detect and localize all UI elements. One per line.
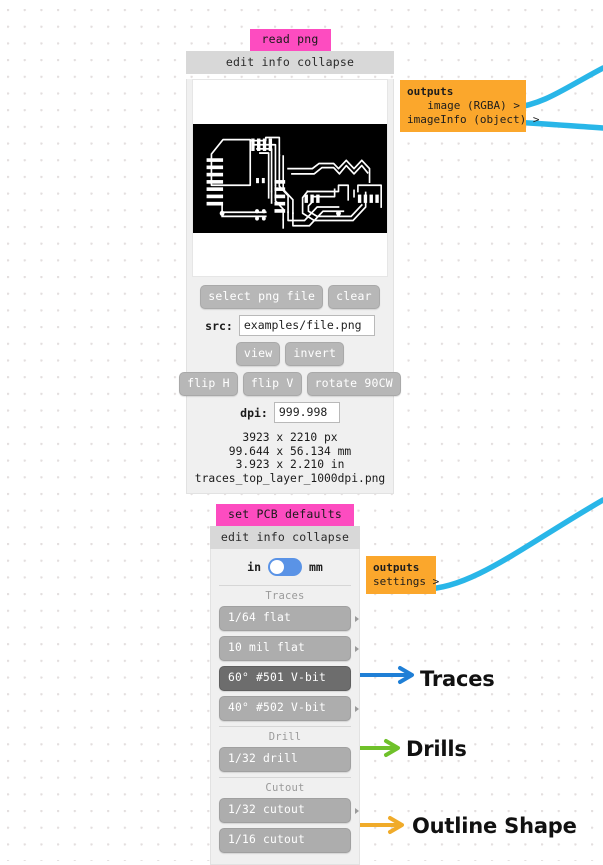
- png-file-buttons: select png file clear: [187, 285, 393, 309]
- tool-row-1-32-cutout: 1/32 cutout: [219, 798, 359, 823]
- group-label-drill: Drill: [268, 731, 302, 743]
- node-read-png-menubar[interactable]: edit info collapse: [186, 51, 394, 74]
- info-line-filename: traces_top_layer_1000dpi.png: [194, 471, 386, 485]
- tool-row-40-deg-502-vbit: 40° #502 V-bit: [219, 696, 359, 721]
- info-line-mm: 99.644 x 56.134 mm: [228, 444, 352, 458]
- node-read-png[interactable]: read png edit info collapse: [179, 28, 401, 494]
- tool-button-40-deg-502-vbit[interactable]: 40° #502 V-bit: [219, 696, 351, 721]
- png-preview-frame[interactable]: [192, 79, 388, 277]
- node-set-pcb-defaults-title-wrap: set PCB defaults: [210, 503, 360, 526]
- tool-button-60-deg-501-vbit[interactable]: 60° #501 V-bit: [219, 666, 351, 691]
- tool-button-1-32-drill[interactable]: 1/32 drill: [219, 747, 351, 772]
- tool-button-10-mil-flat[interactable]: 10 mil flat: [219, 636, 351, 661]
- node-read-png-title[interactable]: read png: [249, 29, 331, 51]
- outputs-header: outputs: [407, 85, 454, 98]
- flip-h-button[interactable]: flip H: [179, 372, 238, 396]
- view-invert-buttons: view invert: [187, 342, 393, 366]
- units-toggle[interactable]: [268, 558, 302, 576]
- output-port-image-info[interactable]: imageInfo (object) >: [407, 113, 540, 126]
- units-label-mm: mm: [309, 560, 323, 574]
- dpi-field-row: dpi:: [187, 402, 393, 423]
- node-read-png-body: select png file clear src: view invert f…: [179, 79, 401, 494]
- outputs-header: outputs: [373, 561, 420, 574]
- rotate-90cw-button[interactable]: rotate 90CW: [306, 372, 401, 396]
- chevron-right-icon[interactable]: [355, 615, 359, 622]
- tool-row-1-16-cutout: 1/16 cutout: [219, 828, 351, 853]
- tool-row-1-64-flat: 1/64 flat: [219, 606, 359, 631]
- info-line-px: 3923 x 2210 px: [242, 431, 338, 444]
- src-label: src:: [205, 318, 233, 333]
- tool-button-1-16-cutout[interactable]: 1/16 cutout: [219, 828, 351, 853]
- src-field-row: src:: [187, 315, 393, 336]
- chevron-right-icon[interactable]: [355, 705, 359, 712]
- units-label-in: in: [247, 560, 261, 574]
- divider-drill: [219, 726, 351, 727]
- flip-v-button[interactable]: flip V: [242, 372, 302, 396]
- annotation-label-drills: Drills: [406, 737, 467, 761]
- pcb-trace-image: [193, 124, 387, 233]
- group-label-traces: Traces: [265, 590, 305, 602]
- dpi-label: dpi:: [240, 405, 268, 420]
- output-port-settings[interactable]: settings >: [373, 575, 440, 588]
- node-read-png-title-wrap: read png: [186, 28, 394, 51]
- transform-buttons: flip H flip V rotate 90CW: [179, 372, 401, 396]
- tool-button-1-32-cutout[interactable]: 1/32 cutout: [219, 798, 351, 823]
- units-toggle-row: in mm: [211, 549, 359, 585]
- divider-cutout: [219, 777, 351, 778]
- clear-button[interactable]: clear: [328, 285, 380, 309]
- divider-traces: [219, 585, 351, 586]
- pcb-trace-svg: [206, 136, 383, 229]
- tool-button-1-64-flat[interactable]: 1/64 flat: [219, 606, 351, 631]
- invert-button[interactable]: invert: [285, 342, 345, 366]
- node-set-pcb-defaults[interactable]: set PCB defaults edit info collapse in m…: [210, 503, 360, 865]
- dpi-input[interactable]: [273, 402, 340, 423]
- image-info-text: 3923 x 2210 px 99.644 x 56.134 mm 3.923 …: [187, 429, 393, 493]
- units-toggle-knob: [270, 560, 284, 574]
- node-set-pcb-defaults-menubar[interactable]: edit info collapse: [210, 526, 360, 549]
- annotation-label-outline-shape: Outline Shape: [412, 814, 577, 838]
- tool-row-1-32-drill: 1/32 drill: [219, 747, 351, 772]
- chevron-right-icon[interactable]: [355, 807, 359, 814]
- info-line-in: 3.923 x 2.210 in: [235, 458, 345, 471]
- group-label-cutout: Cutout: [265, 782, 305, 794]
- tool-row-10-mil-flat: 10 mil flat: [219, 636, 359, 661]
- tool-row-60-deg-501-vbit: 60° #501 V-bit: [219, 666, 351, 691]
- read-png-outputs-panel: outputs image (RGBA) > imageInfo (object…: [400, 80, 540, 132]
- set-pcb-defaults-outputs-panel: outputs settings >: [366, 556, 440, 594]
- output-port-image-rgba[interactable]: image (RGBA) >: [427, 99, 520, 112]
- annotation-label-traces: Traces: [420, 667, 495, 691]
- select-png-file-button[interactable]: select png file: [200, 285, 324, 309]
- src-input[interactable]: [238, 315, 375, 336]
- node-set-pcb-defaults-title[interactable]: set PCB defaults: [216, 504, 354, 526]
- node-set-pcb-defaults-body: in mm Traces 1/64 flat 10 mil flat 60° #…: [210, 549, 360, 865]
- view-button[interactable]: view: [235, 342, 281, 366]
- chevron-right-icon[interactable]: [355, 645, 359, 652]
